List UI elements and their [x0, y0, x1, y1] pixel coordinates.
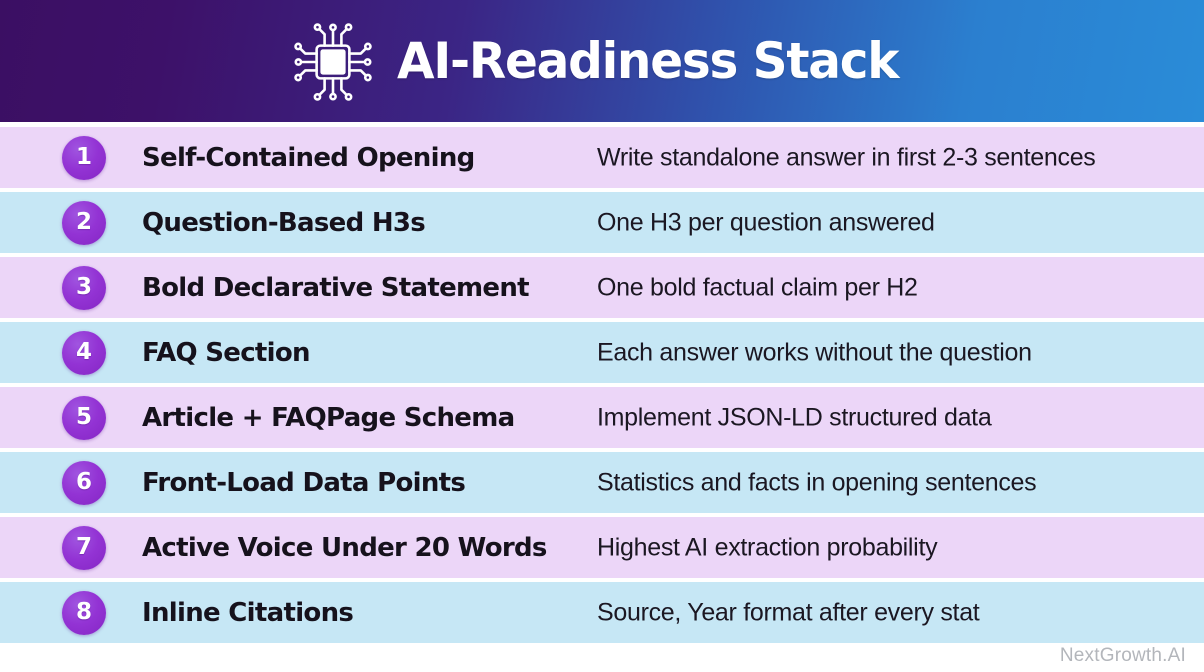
step-number: 2: [75, 209, 92, 235]
step-title: Question-Based H3s: [142, 207, 426, 238]
step-number-badge: 5: [62, 395, 106, 440]
list-item[interactable]: 8 Inline Citations Source, Year format a…: [0, 582, 1204, 643]
step-number-badge: 4: [62, 330, 106, 375]
step-number: 8: [75, 599, 92, 625]
page-title: AI-Readiness Stack: [396, 32, 899, 90]
list-item[interactable]: 3 Bold Declarative Statement One bold fa…: [0, 257, 1204, 318]
step-number-badge: 7: [62, 525, 106, 570]
step-description: Implement JSON-LD structured data: [597, 403, 992, 431]
list-item[interactable]: 1 Self-Contained Opening Write standalon…: [0, 127, 1204, 188]
step-title: Active Voice Under 20 Words: [142, 532, 547, 563]
step-description: Write standalone answer in first 2-3 sen…: [597, 143, 1096, 171]
step-title: Inline Citations: [142, 597, 354, 628]
step-description: Statistics and facts in opening sentence…: [597, 468, 1037, 496]
step-title: Bold Declarative Statement: [142, 272, 530, 303]
step-title: Article + FAQPage Schema: [142, 402, 515, 433]
stack-list: 1 Self-Contained Opening Write standalon…: [0, 127, 1204, 647]
step-title: FAQ Section: [142, 337, 311, 368]
step-description: Each answer works without the question: [597, 338, 1032, 366]
microchip-icon: [293, 23, 372, 101]
step-title: Self-Contained Opening: [142, 142, 475, 173]
step-number-badge: 6: [62, 460, 106, 505]
list-item[interactable]: 5 Article + FAQPage Schema Implement JSO…: [0, 387, 1204, 448]
step-description: One bold factual claim per H2: [597, 273, 918, 301]
step-number-badge: 3: [62, 265, 106, 310]
step-description: Source, Year format after every stat: [597, 598, 980, 626]
list-item[interactable]: 2 Question-Based H3s One H3 per question…: [0, 192, 1204, 253]
list-item[interactable]: 4 FAQ Section Each answer works without …: [0, 322, 1204, 383]
brand-watermark: NextGrowth.AI: [1059, 645, 1186, 666]
step-description: Highest AI extraction probability: [597, 533, 938, 561]
step-number: 4: [75, 339, 92, 365]
step-number-badge: 2: [62, 200, 106, 245]
step-title: Front-Load Data Points: [142, 467, 466, 498]
step-number: 6: [75, 469, 92, 495]
list-item[interactable]: 7 Active Voice Under 20 Words Highest AI…: [0, 517, 1204, 578]
step-number-badge: 8: [62, 590, 106, 635]
step-number-badge: 1: [62, 135, 106, 180]
step-description: One H3 per question answered: [597, 208, 935, 236]
step-number: 5: [75, 404, 92, 430]
step-number: 1: [75, 144, 92, 170]
header-banner: AI-Readiness Stack: [0, 0, 1204, 122]
step-number: 7: [75, 534, 92, 560]
list-item[interactable]: 6 Front-Load Data Points Statistics and …: [0, 452, 1204, 513]
step-number: 3: [75, 274, 92, 300]
